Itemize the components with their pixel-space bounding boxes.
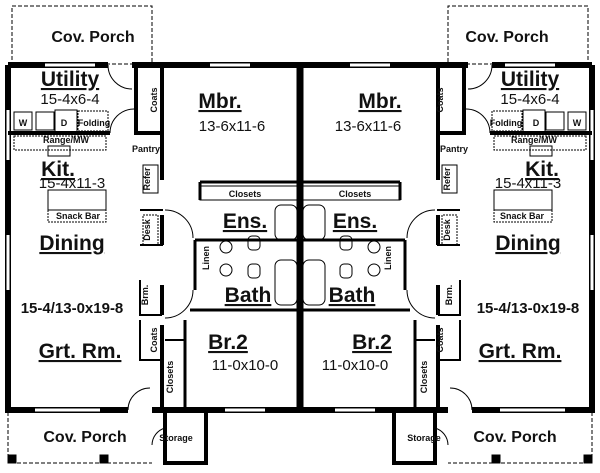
left-label-desk: Desk [142, 218, 152, 241]
right-label-utility: Utility [501, 68, 560, 91]
right-label-broom: Brm. [444, 285, 454, 306]
left-label-front-porch: Cov. Porch [43, 429, 126, 446]
right-label-range: Range/MW [511, 135, 558, 145]
left-label-folding: Folding [78, 118, 111, 128]
left-label-great-room: Grt. Rm. [39, 340, 122, 363]
right-label-utility-dim: 15-4x6-4 [500, 91, 559, 108]
left-label-utility-dim: 15-4x6-4 [40, 91, 99, 108]
left-label-bedroom2-dim: 11-0x10-0 [212, 357, 278, 374]
right-label-desk: Desk [442, 218, 452, 241]
left-label-range: Range/MW [43, 135, 90, 145]
right-label-coats-bottom: Coats [435, 327, 445, 352]
left-label-great-room-dim: 15-4/13-0x19-8 [21, 300, 124, 317]
right-label-snack-bar: Snack Bar [500, 211, 545, 221]
right-label-kitchen: Kit. [525, 158, 559, 181]
left-label-snack-bar: Snack Bar [56, 211, 101, 221]
left-label-linen: Linen [201, 246, 211, 270]
left-label-utility: Utility [41, 68, 100, 91]
left-label-kitchen: Kit. [41, 158, 75, 181]
right-label-washer: W [573, 118, 582, 128]
right-label-ensuite: Ens. [333, 210, 377, 233]
right-label-closets-br2: Closets [419, 361, 429, 394]
right-label-coats-top: Coats [435, 87, 445, 112]
left-label-bedroom2: Br.2 [208, 331, 248, 354]
right-label-bedroom2-dim: 11-0x10-0 [322, 357, 388, 374]
right-label-master-dim: 13-6x11-6 [335, 118, 401, 135]
left-label-rear-porch: Cov. Porch [51, 29, 134, 46]
right-label-storage: Storage [407, 433, 441, 443]
right-label-dryer: D [533, 118, 540, 128]
right-label-dining: Dining [495, 232, 560, 255]
left-label-coats-top: Coats [149, 87, 159, 112]
left-label-dryer: D [61, 118, 68, 128]
right-label-master: Mbr. [358, 90, 401, 113]
left-label-ensuite: Ens. [223, 210, 267, 233]
right-label-folding: Folding [490, 118, 523, 128]
left-label-closets-master: Closets [229, 189, 262, 199]
left-label-kitchen-dim: 15-4x11-3 [39, 175, 105, 192]
left-label-pantry: Pantry [132, 144, 160, 154]
right-label-rear-porch: Cov. Porch [465, 29, 548, 46]
left-label-storage: Storage [159, 433, 193, 443]
left-label-closets-br2: Closets [165, 361, 175, 394]
right-label-bedroom2: Br.2 [352, 331, 392, 354]
right-label-kitchen-dim: 15-4x11-3 [495, 175, 561, 192]
left-label-master-dim: 13-6x11-6 [199, 118, 265, 135]
right-label-closets-master: Closets [339, 189, 372, 199]
right-label-pantry: Pantry [440, 144, 468, 154]
right-label-great-room: Grt. Rm. [479, 340, 562, 363]
left-label-master: Mbr. [198, 90, 241, 113]
left-label-broom: Brm. [140, 285, 150, 306]
right-label-refer: Refer [442, 167, 452, 191]
right-label-great-room-dim: 15-4/13-0x19-8 [477, 300, 580, 317]
left-label-dining: Dining [39, 232, 104, 255]
right-label-front-porch: Cov. Porch [473, 429, 556, 446]
left-label-refer: Refer [142, 167, 152, 191]
left-label-bath: Bath [225, 284, 272, 307]
right-label-linen: Linen [383, 246, 393, 270]
left-label-washer: W [19, 118, 28, 128]
left-label-coats-bottom: Coats [149, 327, 159, 352]
right-label-bath: Bath [329, 284, 376, 307]
